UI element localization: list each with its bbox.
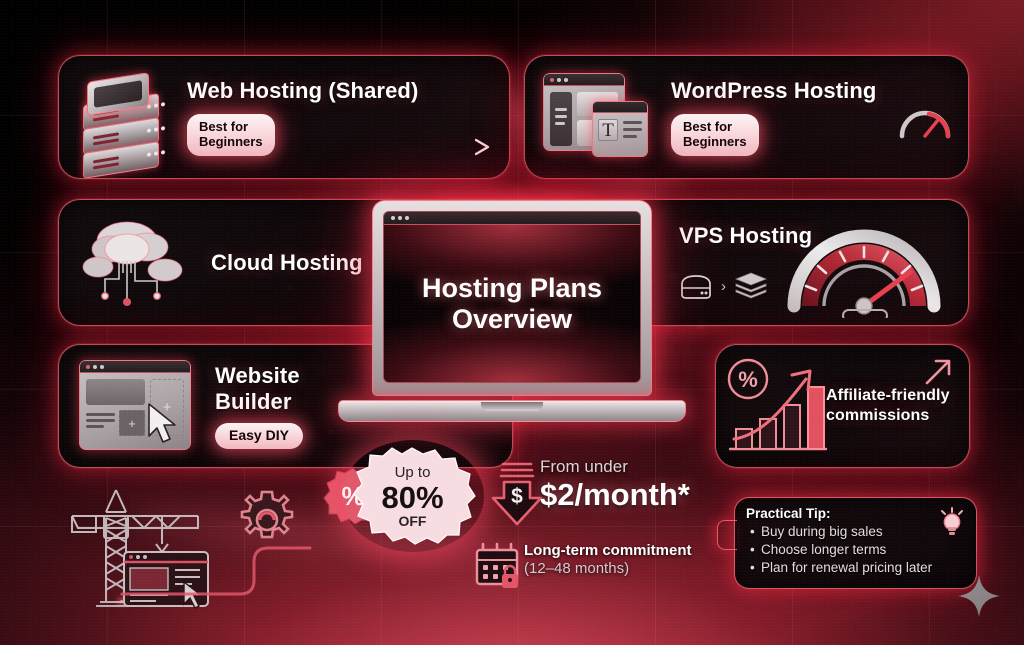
discount-suffix: OFF xyxy=(398,512,427,529)
discount-prefix: Up to xyxy=(394,463,431,481)
discount-value: 80% xyxy=(381,479,444,515)
